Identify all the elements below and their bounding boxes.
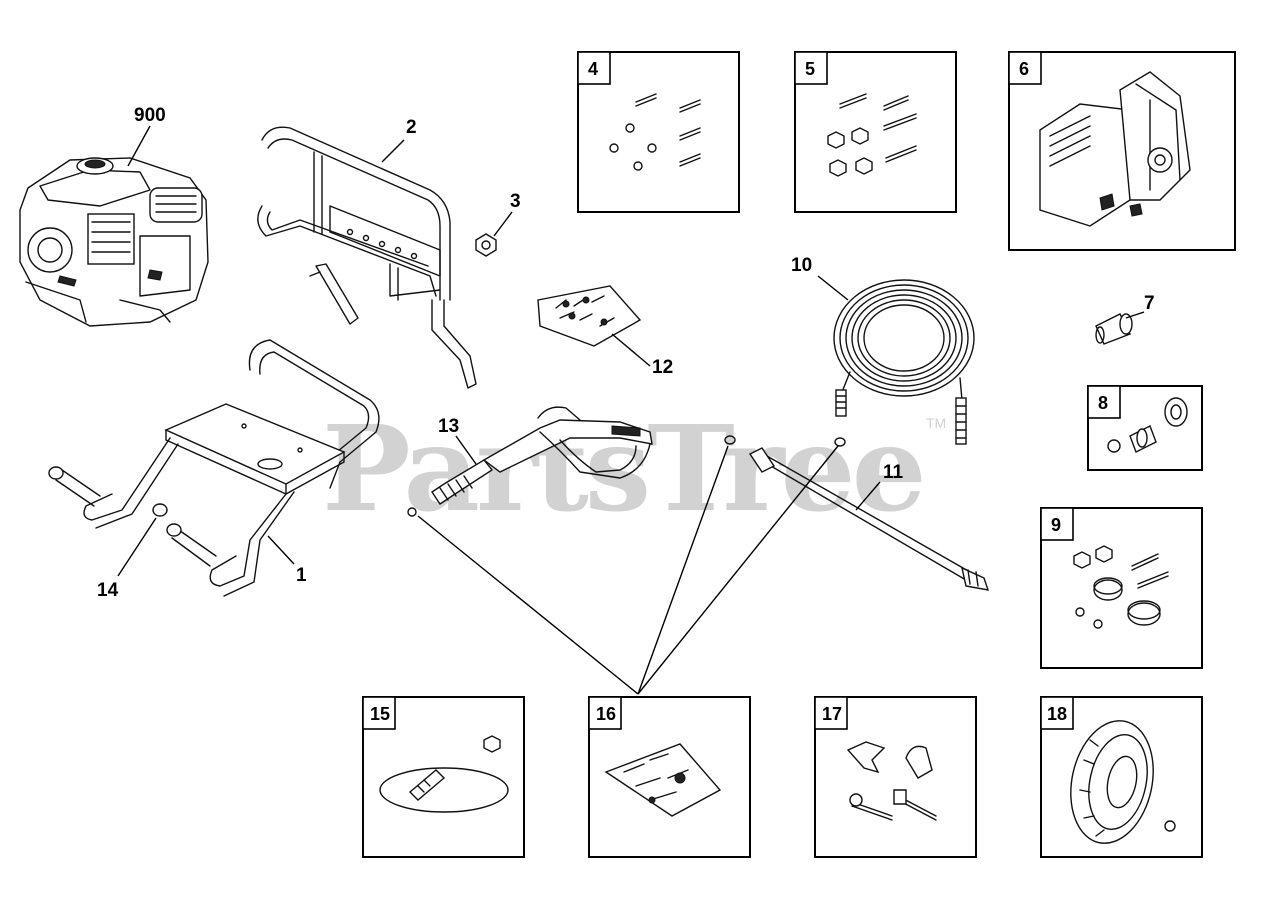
kit-box-18: 18 [1040,696,1203,858]
kit-number-16: 16 [596,704,616,724]
engine-drawing [19,157,209,327]
kit-number-6: 6 [1019,59,1029,79]
kit-box-6: 6 [1008,51,1236,251]
kit-box-17: 17 [814,696,977,858]
callout-7: 7 [1144,293,1155,314]
handle-frame-drawing [257,126,477,389]
callout-14: 14 [97,580,119,601]
callout-10: 10 [791,255,812,276]
callout-900: 900 [134,105,166,126]
base-frame-drawing [48,339,380,597]
spray-lance-drawing [724,435,990,591]
kit-number-5: 5 [805,59,815,79]
kit-number-4: 4 [588,59,598,79]
callout-3: 3 [510,191,521,212]
kit-number-18: 18 [1047,704,1067,724]
watermark-trademark: TM [926,415,946,431]
kit-box-15: 15 [362,696,525,858]
hardware-bag-drawing [537,285,642,347]
callout-11: 11 [883,462,904,483]
kit-number-15: 15 [370,704,390,724]
handle-cap-drawing [152,503,168,517]
kit-box-16: 16 [588,696,751,858]
watermark-text: PartsTree [322,399,923,538]
callout-12: 12 [652,357,673,378]
callout-13: 13 [438,416,459,437]
callout-2: 2 [406,117,417,138]
kit-box-8: 8 [1087,385,1203,471]
kit-number-17: 17 [822,704,842,724]
kit-number-8: 8 [1098,393,1108,413]
quick-connector-drawing [1095,313,1133,345]
nut-drawing [475,233,497,257]
callout-1: 1 [296,565,307,586]
spray-gun-drawing [407,406,653,517]
kit-box-9: 9 [1040,507,1203,669]
kit-number-9: 9 [1051,515,1061,535]
kit-box-5: 5 [794,51,957,213]
high-pressure-hose-drawing [833,279,975,445]
kit-box-4: 4 [577,51,740,213]
